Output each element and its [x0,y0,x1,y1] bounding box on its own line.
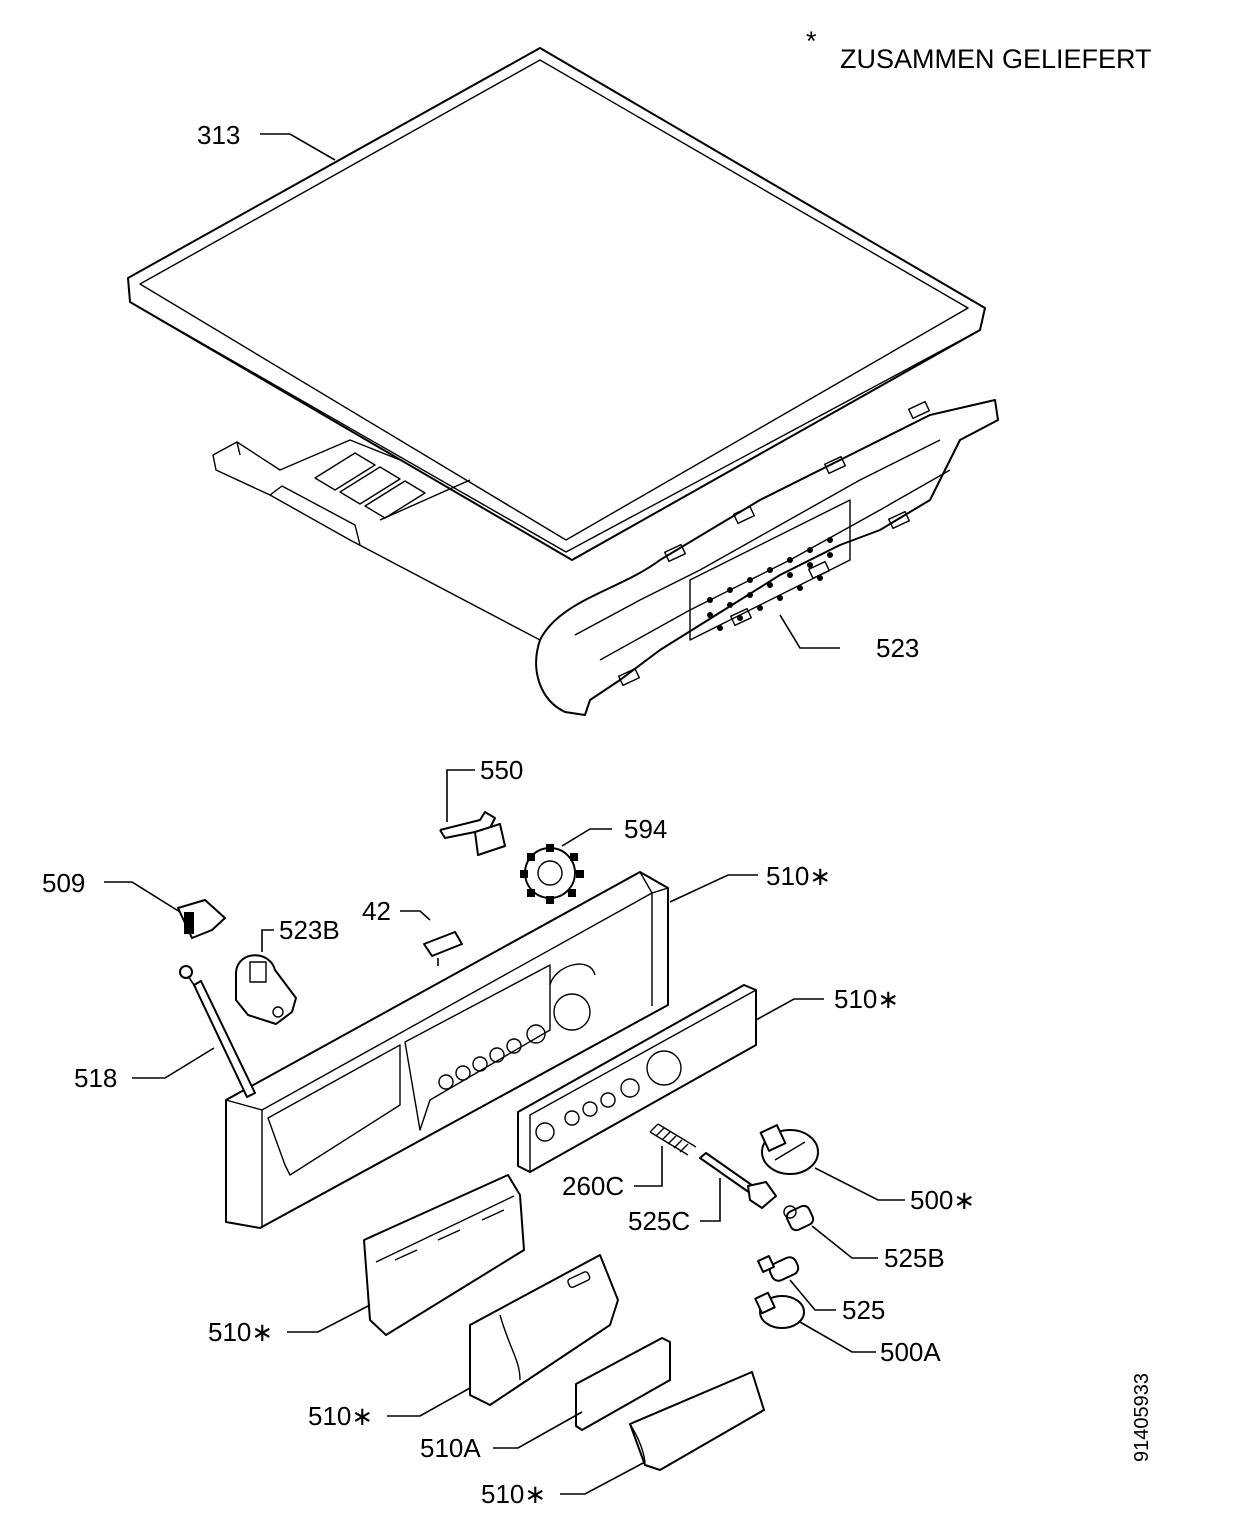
label-510A: 510A [420,1433,481,1463]
part-500A-knob [754,1291,805,1329]
label-510-drawer-handle: 510∗ [308,1401,373,1431]
part-313-worktop [127,47,986,561]
part-523-base-frame [212,399,999,716]
part-518-rod [179,965,256,1098]
leader-lines [104,133,905,1495]
part-550-bracket [439,811,506,856]
label-525B: 525B [884,1243,945,1273]
part-525-pin [757,1255,800,1282]
note-star: * [806,26,817,56]
label-518: 518 [74,1063,117,1093]
label-510-decor-panel: 510∗ [834,984,899,1014]
label-313: 313 [197,120,240,150]
part-594-gear [520,844,584,904]
part-510-control-panel [225,871,669,1229]
part-509-catch [177,899,226,939]
part-510-drawer-inner [363,1174,525,1336]
part-510-decor-panel [517,984,757,1173]
part-523B-lock [235,954,297,1025]
label-260C: 260C [562,1171,624,1201]
label-525: 525 [842,1295,885,1325]
label-500A: 500A [880,1337,941,1367]
label-509: 509 [42,868,85,898]
label-510-drawer-inner: 510∗ [208,1317,273,1347]
part-260C-spring [649,1123,697,1156]
note-text: ZUSAMMEN GELIEFERT [840,44,1152,74]
label-523B: 523B [279,915,340,945]
part-525C-shaft [699,1152,777,1209]
label-523: 523 [876,633,919,663]
label-525C: 525C [628,1206,690,1236]
part-525B-pin [783,1204,815,1232]
part-510-drawer-handle [469,1254,619,1406]
part-510A-insert [575,1337,671,1431]
label-510-cap: 510∗ [481,1479,546,1509]
label-594: 594 [624,814,667,844]
drawing-number: 91405933 [1131,1373,1153,1462]
label-550: 550 [480,755,523,785]
label-510-control-panel: 510∗ [766,861,831,891]
part-500-knob [759,1124,819,1175]
label-42: 42 [362,896,391,926]
part-42-switch [423,931,463,966]
label-500: 500∗ [910,1185,975,1215]
